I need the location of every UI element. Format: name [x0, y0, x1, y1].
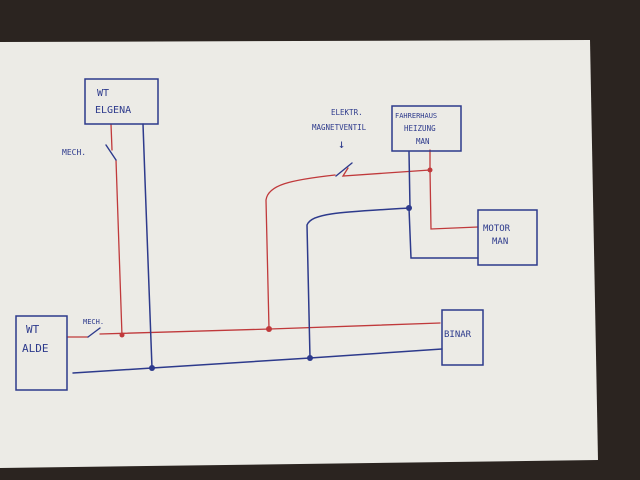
paper-sheet — [0, 40, 598, 468]
arrow-down-icon: ↓ — [338, 137, 345, 151]
wt-alde-line2: ALDE — [22, 342, 49, 355]
junction-red-3 — [427, 167, 433, 173]
box-wt-alde: WT ALDE — [15, 315, 68, 391]
fahrerhaus-line3: MAN — [416, 137, 430, 146]
label-elektr-line2: MAGNETVENTIL — [312, 123, 367, 132]
box-binar: BINAR — [441, 309, 484, 366]
box-fahrerhaus-heizung: FAHRERHAUS HEIZUNG MAN — [391, 105, 462, 152]
binar-label: BINAR — [444, 330, 472, 340]
blue-motor-branch — [408, 207, 479, 259]
motor-line2: MAN — [492, 237, 508, 247]
motor-line1: MOTOR — [483, 224, 511, 234]
switch-magnetventil — [335, 162, 353, 177]
switch-elgena — [105, 144, 117, 161]
fahrerhaus-line1: FAHRERHAUS — [395, 112, 437, 120]
blue-fahrerhaus-branch — [306, 151, 411, 359]
label-elektr-line1: ELEKTR. — [331, 108, 363, 117]
wt-elgena-line1: WT — [97, 88, 109, 99]
junction-dots — [119, 167, 433, 371]
junction-red-1 — [119, 332, 125, 338]
junction-blue-1 — [149, 365, 155, 371]
switch-alde — [87, 327, 101, 338]
blue-main-line — [72, 348, 443, 374]
wt-alde-line1: WT — [26, 323, 40, 336]
junction-blue-2 — [307, 355, 313, 361]
red-elgena-drop — [110, 123, 123, 337]
junction-red-2 — [266, 326, 272, 332]
junction-blue-3 — [406, 205, 412, 211]
red-motor-branch — [429, 149, 479, 230]
box-motor-man: MOTOR MAN — [477, 209, 538, 266]
label-mech-bottom: MECH. — [83, 318, 104, 326]
red-valve-branch — [265, 167, 431, 330]
label-mech-top: MECH. — [62, 148, 86, 157]
blue-wires — [72, 123, 479, 374]
fahrerhaus-line2: HEIZUNG — [404, 124, 436, 133]
wt-elgena-line2: ELGENA — [95, 105, 131, 116]
switch-symbols — [87, 144, 353, 338]
box-wt-elgena: WT ELGENA — [84, 78, 159, 125]
blue-elgena-drop — [142, 123, 153, 369]
